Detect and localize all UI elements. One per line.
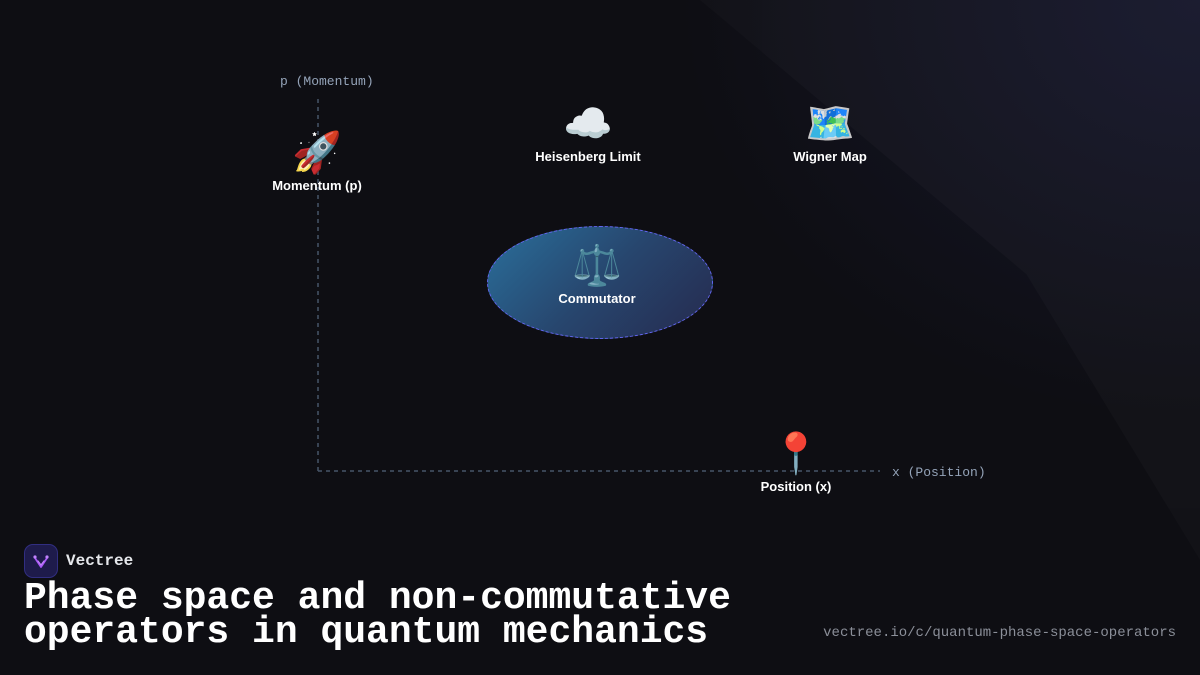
brand-name: Vectree — [66, 552, 134, 570]
commutator-ellipse — [487, 226, 713, 339]
brand: Vectree — [24, 544, 133, 578]
node-heisenberg: ☁️ Heisenberg Limit — [535, 101, 640, 164]
node-momentum: 🚀 Momentum (p) — [272, 130, 362, 193]
pin-icon: 📍 — [771, 432, 821, 476]
balance-scale-icon: ⚖️ — [572, 244, 622, 288]
node-wigner: 🗺️ Wigner Map — [793, 101, 867, 164]
x-axis-label: x (Position) — [892, 465, 986, 480]
node-wigner-label: Wigner Map — [793, 149, 867, 164]
source-url: vectree.io/c/quantum-phase-space-operato… — [823, 625, 1176, 641]
node-position: 📍 Position (x) — [761, 431, 832, 494]
map-icon: 🗺️ — [805, 102, 855, 146]
slide-title: Phase space and non-commutative operator… — [24, 577, 731, 654]
cloud-icon: ☁️ — [563, 102, 613, 146]
p-axis-label: p (Momentum) — [280, 74, 374, 89]
node-heisenberg-label: Heisenberg Limit — [535, 149, 641, 164]
node-commutator-label: Commutator — [558, 291, 636, 306]
node-position-label: Position (x) — [760, 479, 832, 494]
node-commutator: ⚖️ Commutator — [558, 243, 635, 306]
vectree-logo-icon — [24, 544, 58, 578]
node-momentum-label: Momentum (p) — [272, 178, 362, 193]
rocket-icon: 🚀 — [292, 131, 342, 175]
